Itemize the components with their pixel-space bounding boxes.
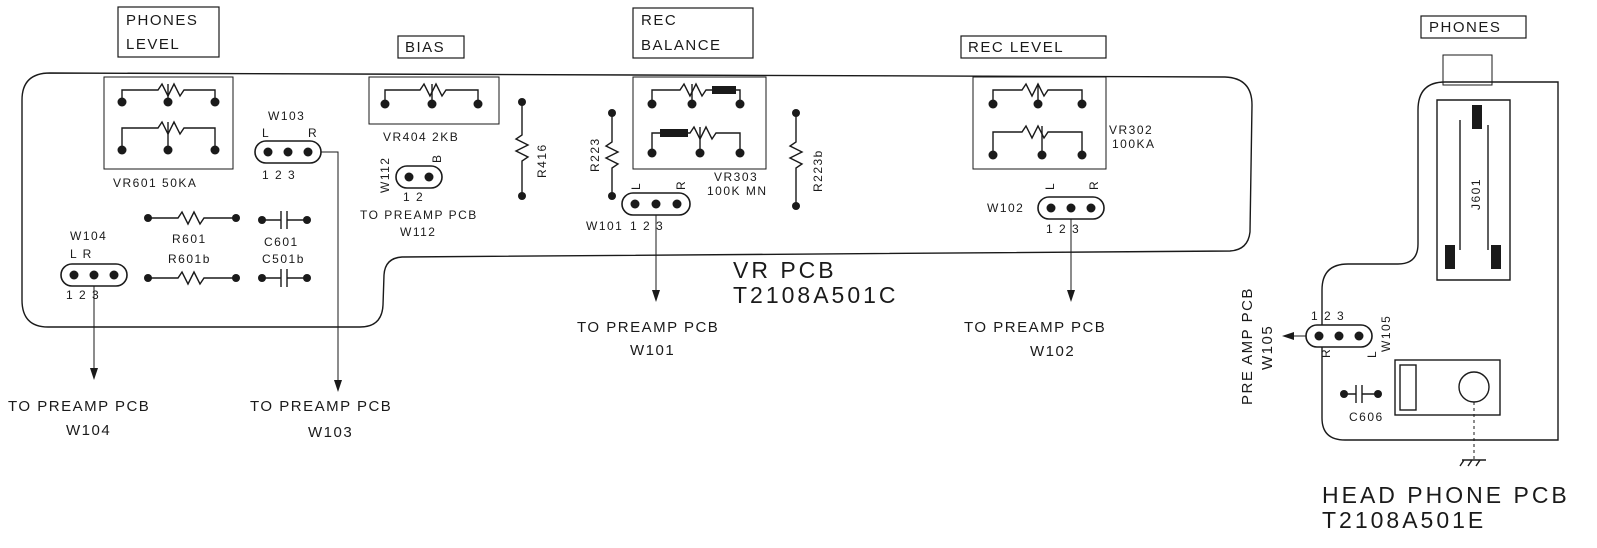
svg-text:W104: W104 — [66, 422, 111, 439]
headphone-pcb-outline — [1321, 81, 1559, 441]
c501b-capacitor: C501b — [258, 252, 311, 287]
destination-w102: TO PREAMP PCB W102 — [964, 319, 1106, 360]
svg-text:R: R — [1087, 180, 1101, 190]
phones-label: PHONES — [1420, 15, 1527, 39]
svg-text:HEAD PHONE PCB: HEAD PHONE PCB — [1322, 482, 1570, 508]
vr-pcb-title: VR PCB T2108A501C — [733, 257, 899, 308]
svg-text:100K MN: 100K MN — [707, 184, 768, 198]
r416-resistor: R416 — [514, 98, 549, 200]
svg-text:R: R — [674, 180, 688, 190]
svg-text:1 2 3: 1 2 3 — [66, 288, 100, 302]
vr303-dual-potentiometer: VR303 100K MN — [632, 76, 768, 198]
vr601-dual-potentiometer: VR601 50KA — [103, 76, 234, 190]
svg-text:L R: L R — [70, 247, 93, 261]
svg-text:W103: W103 — [268, 109, 305, 123]
svg-text:LEVEL: LEVEL — [126, 36, 180, 53]
svg-text:REC LEVEL: REC LEVEL — [968, 39, 1064, 56]
bias-label: BIAS — [397, 35, 465, 59]
destination-w105: PRE AMP PCB W105 — [1239, 287, 1276, 405]
svg-text:TO PREAMP PCB: TO PREAMP PCB — [964, 319, 1106, 336]
svg-text:BALANCE: BALANCE — [641, 37, 722, 54]
svg-text:W104: W104 — [70, 229, 107, 243]
svg-text:REC: REC — [641, 12, 677, 29]
svg-text:W105: W105 — [1259, 325, 1276, 370]
svg-text:W101: W101 — [586, 219, 623, 233]
svg-text:VR601 50KA: VR601 50KA — [113, 176, 197, 190]
svg-text:1 2: 1 2 — [403, 190, 424, 204]
w101-connector: L R W101 1 2 3 — [586, 180, 691, 302]
vr-pcb-outline — [21, 72, 1253, 328]
svg-text:C606: C606 — [1349, 410, 1384, 424]
svg-text:R: R — [308, 126, 318, 140]
svg-text:R223b: R223b — [811, 149, 825, 192]
j601-jack: J601 — [1436, 54, 1511, 281]
r223b-resistor: R223b — [788, 109, 825, 210]
svg-text:W103: W103 — [308, 424, 353, 441]
svg-text:R601: R601 — [172, 232, 207, 246]
svg-text:1 2 3: 1 2 3 — [262, 168, 296, 182]
vr302-dual-potentiometer: VR302 100KA — [972, 76, 1156, 170]
w102-connector: L R W102 1 2 3 — [987, 180, 1105, 302]
r601b-resistor: R601b — [144, 252, 240, 286]
svg-text:W112: W112 — [400, 225, 436, 239]
r223-resistor: R223 — [588, 109, 620, 200]
svg-text:T2108A501E: T2108A501E — [1322, 507, 1486, 533]
svg-text:W105: W105 — [1379, 315, 1393, 352]
headphone-pcb-title: HEAD PHONE PCB T2108A501E — [1322, 482, 1570, 533]
svg-text:W102: W102 — [1030, 343, 1075, 360]
svg-text:PRE AMP PCB: PRE AMP PCB — [1239, 287, 1256, 405]
vr404-potentiometer: VR404 2KB — [368, 76, 500, 144]
svg-text:TO PREAMP PCB: TO PREAMP PCB — [577, 319, 719, 336]
c606-capacitor: C606 — [1340, 385, 1384, 424]
svg-text:100KA: 100KA — [1112, 137, 1156, 151]
svg-text:R416: R416 — [535, 143, 549, 178]
svg-text:VR303: VR303 — [714, 170, 758, 184]
svg-text:PHONES: PHONES — [1429, 19, 1501, 36]
svg-text:VR302: VR302 — [1109, 123, 1153, 137]
r601-resistor: R601 — [144, 210, 240, 246]
svg-text:C601: C601 — [264, 235, 299, 249]
rec-balance-label: REC BALANCE — [632, 7, 754, 59]
svg-text:R: R — [1319, 348, 1333, 358]
svg-text:TO PREAMP PCB: TO PREAMP PCB — [8, 398, 150, 415]
svg-text:PHONES: PHONES — [126, 12, 198, 29]
destination-w104: TO PREAMP PCB W104 — [8, 398, 150, 439]
headphone-jack-body — [1394, 359, 1501, 467]
svg-text:R601b: R601b — [168, 252, 211, 266]
phones-level-label: PHONES LEVEL — [117, 6, 220, 58]
svg-text:VR PCB: VR PCB — [733, 257, 837, 283]
svg-text:VR404 2KB: VR404 2KB — [383, 130, 459, 144]
svg-text:TO PREAMP PCB: TO PREAMP PCB — [360, 208, 478, 222]
w104-connector: W104 L R 1 2 3 — [60, 229, 128, 380]
rec-level-label: REC LEVEL — [960, 35, 1107, 59]
svg-text:C501b: C501b — [262, 252, 305, 266]
svg-text:1 2 3: 1 2 3 — [1046, 222, 1080, 236]
svg-text:L: L — [1365, 350, 1379, 358]
svg-text:B: B — [430, 153, 444, 163]
svg-text:L: L — [1043, 182, 1057, 190]
w112-connector: W112 B 1 2 TO PREAMP PCB W112 — [360, 153, 478, 239]
svg-text:T2108A501C: T2108A501C — [733, 282, 899, 308]
svg-text:TO PREAMP PCB: TO PREAMP PCB — [250, 398, 392, 415]
svg-text:L: L — [262, 126, 270, 140]
svg-text:R223: R223 — [588, 137, 602, 172]
svg-text:1 2 3: 1 2 3 — [1311, 309, 1345, 323]
svg-text:W112: W112 — [378, 157, 392, 193]
svg-text:L: L — [629, 182, 643, 190]
svg-text:BIAS: BIAS — [405, 39, 445, 56]
w103-connector: W103 L R 1 2 3 — [254, 109, 342, 392]
svg-text:W101: W101 — [630, 342, 675, 359]
w105-connector: 1 2 3 R L W105 — [1282, 309, 1393, 358]
c601-capacitor: C601 — [258, 211, 311, 249]
destination-w103: TO PREAMP PCB W103 — [250, 398, 392, 441]
svg-text:W102: W102 — [987, 201, 1024, 215]
svg-text:1 2 3: 1 2 3 — [630, 219, 664, 233]
destination-w101: TO PREAMP PCB W101 — [577, 319, 719, 359]
svg-text:J601: J601 — [1469, 178, 1483, 210]
